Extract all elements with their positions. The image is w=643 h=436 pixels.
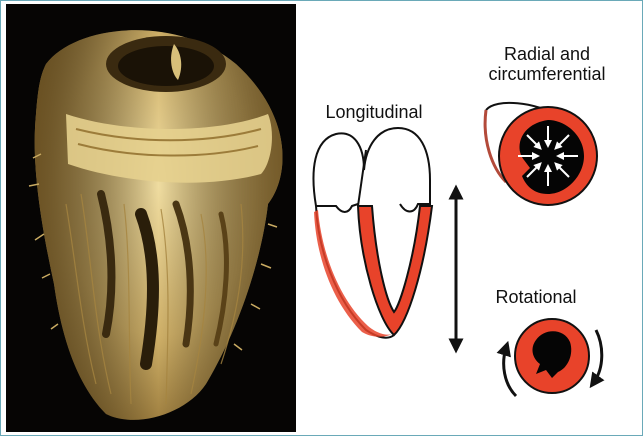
strain-diagram: Radial and circumferential Longitudinal … bbox=[296, 0, 643, 436]
label-radial-line1: Radial and bbox=[462, 44, 632, 64]
label-radial-line2: circumferential bbox=[462, 64, 632, 84]
curved-arrow-icon bbox=[594, 330, 602, 382]
label-rotational: Rotational bbox=[476, 287, 596, 307]
atria-outline bbox=[313, 128, 430, 206]
left-ventricle-wall bbox=[358, 206, 432, 335]
heart-photo bbox=[6, 4, 296, 432]
label-radial-circumferential: Radial and circumferential bbox=[462, 44, 632, 84]
longitudinal-heart bbox=[313, 128, 432, 338]
rotational-ring bbox=[504, 319, 602, 396]
label-longitudinal: Longitudinal bbox=[314, 102, 434, 122]
radial-ring bbox=[485, 103, 597, 205]
